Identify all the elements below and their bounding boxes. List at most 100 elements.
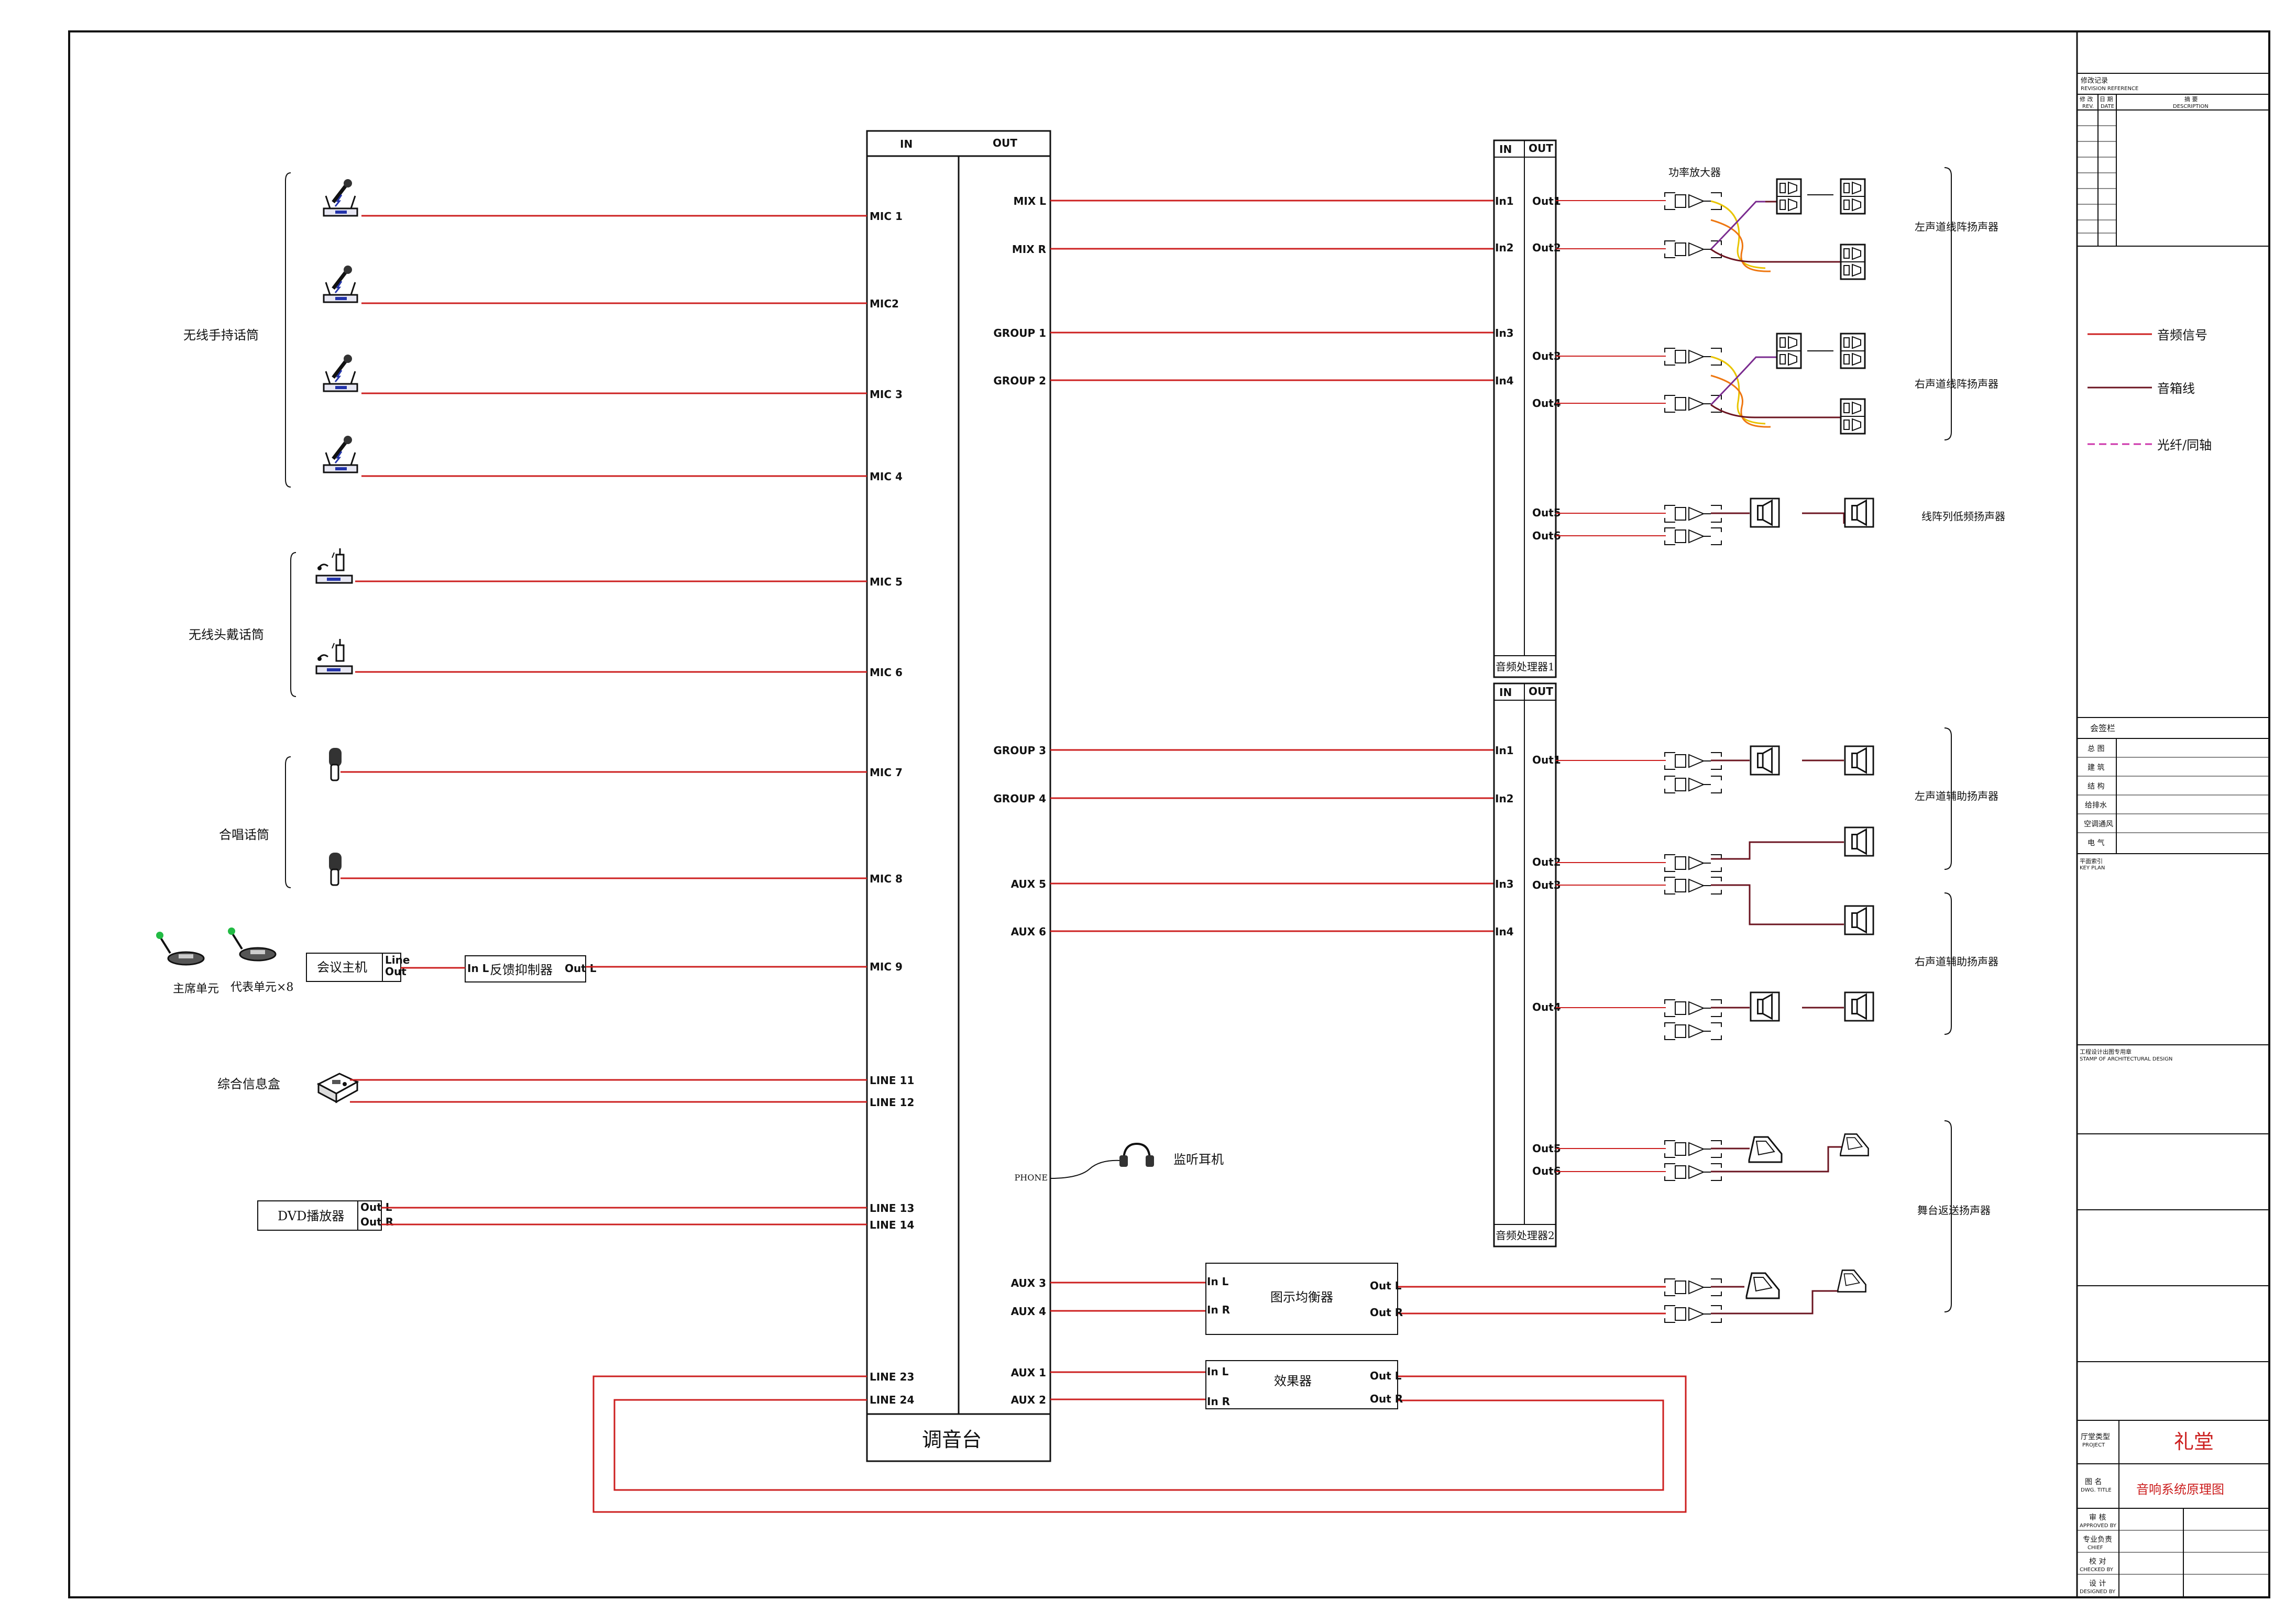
delegate-unit-icon — [227, 927, 277, 962]
processor-in-port: In1 — [1495, 195, 1514, 207]
mixer-input-label: MIC2 — [870, 297, 899, 310]
stamp-label-en: STAMP OF ARCHITECTURAL DESIGN — [2080, 1056, 2172, 1062]
processor-output-lines — [1556, 200, 1666, 1172]
drawing-title: 音响系统原理图 — [2136, 1482, 2224, 1497]
amplifier-icon — [1664, 527, 1722, 545]
chairman-unit-icon — [155, 931, 205, 966]
processor-name: 音频处理器1 — [1496, 660, 1555, 673]
mixer-input-label: MIC 7 — [870, 766, 903, 779]
feedback-suppressor-in-port: In L — [467, 962, 489, 975]
processor-in-port: In3 — [1495, 878, 1514, 890]
speaker-wiring — [1710, 194, 1845, 1315]
role-label: 校 对 — [2089, 1557, 2106, 1566]
discipline-label: 电 气 — [2088, 839, 2104, 847]
project-name: 礼堂 — [2174, 1430, 2214, 1453]
dvd-out-r-port: Out R — [360, 1216, 393, 1228]
wireless-handheld-mic-icon — [324, 355, 357, 391]
processor-in-port: In3 — [1495, 327, 1514, 339]
mixer-output-label: GROUP 3 — [993, 744, 1046, 757]
aux-speaker-icon — [1844, 904, 1874, 936]
handheld-mic-group-label: 无线手持话筒 — [183, 328, 259, 343]
mixer-output-label: AUX 6 — [1011, 925, 1046, 938]
revision-no-header-en: REV. — [2082, 104, 2094, 109]
mixer-output-label: MIX L — [1014, 195, 1047, 207]
delegate-unit-label: 代表单元×8 — [230, 981, 293, 994]
choir-mic-group-label: 合唱话筒 — [219, 827, 269, 842]
mixer-input-label: LINE 11 — [870, 1074, 914, 1087]
line-array-speaker-icon — [1841, 179, 1865, 214]
line-array-speaker-icon — [1841, 399, 1865, 434]
processor-out-header: OUT — [1529, 142, 1553, 154]
date-header: 日 期 — [2100, 96, 2113, 103]
fx-out-l-port: Out L — [1370, 1370, 1402, 1382]
left-aux-label: 左声道辅助扬声器 — [1915, 790, 1998, 802]
amplifier-icon — [1664, 1022, 1722, 1040]
processor-in-port: In2 — [1495, 241, 1514, 254]
wireless-handheld-mic-icon — [324, 179, 357, 216]
graphic-eq-box — [1205, 1263, 1398, 1335]
left-line-array-label: 左声道线阵扬声器 — [1915, 220, 1998, 233]
mixer-input-label: MIC 3 — [870, 388, 903, 401]
mixer-input-label: LINE 24 — [870, 1394, 914, 1406]
mixer-input-label: MIC 9 — [870, 960, 903, 973]
mixer-output-label: AUX 2 — [1011, 1394, 1046, 1406]
mixer-input-label: MIC 8 — [870, 873, 903, 885]
aux-speaker-icon — [1844, 826, 1874, 857]
effects-return-loop — [613, 1399, 1664, 1491]
info-box-label: 综合信息盒 — [217, 1077, 280, 1091]
drawing-border — [68, 30, 2270, 1598]
aux-speaker-icon — [1844, 991, 1874, 1022]
line-array-speaker-icon — [1841, 334, 1865, 368]
eq-in-l-port: In L — [1207, 1275, 1229, 1288]
power-amp-label: 功率放大器 — [1668, 166, 1721, 179]
role-label-en: CHIEF — [2088, 1545, 2103, 1551]
project-label-en: PROJECT — [2082, 1442, 2105, 1448]
input-signal-lines — [340, 215, 1687, 1513]
effects-unit: 效果器 In L In R Out L Out R — [1205, 1360, 1403, 1409]
processor-name: 音频处理器2 — [1496, 1229, 1555, 1242]
headphone-cable — [1050, 1160, 1122, 1179]
choir-mic-icon — [328, 747, 343, 781]
drawing-title-label: 图 名 — [2085, 1478, 2102, 1486]
effects-return-loop — [592, 1375, 1687, 1513]
line-array-speaker-icon — [1841, 245, 1865, 279]
group-brace — [285, 172, 291, 488]
role-label: 专业负责 — [2083, 1536, 2112, 1544]
feedback-suppressor-box — [465, 955, 586, 982]
revision-label-en: REVISION REFERENCE — [2081, 86, 2138, 92]
mixer-input-label: MIC 6 — [870, 666, 903, 679]
chairman-unit-label: 主席单元 — [173, 982, 219, 996]
stage-monitor-icon — [1745, 1272, 1780, 1299]
mixer-title: 调音台 — [922, 1428, 982, 1451]
key-plan-label-en: KEY PLAN — [2080, 865, 2105, 871]
processor-in-port: In1 — [1495, 744, 1514, 757]
effects-unit-label: 效果器 — [1274, 1374, 1312, 1388]
stage-monitor-icon — [1837, 1269, 1866, 1293]
wireless-headset-mic-icon — [315, 547, 353, 584]
choir-mic-icon — [328, 852, 343, 886]
discipline-label: 建 筑 — [2088, 764, 2104, 772]
discipline-label: 给排水 — [2085, 801, 2107, 810]
line-array-sub-label: 线阵列低频扬声器 — [1921, 510, 2005, 523]
amplifier-icon — [1664, 240, 1722, 258]
right-aux-label: 右声道辅助扬声器 — [1915, 955, 1998, 968]
aux-speaker-icon — [1844, 745, 1874, 776]
wireless-handheld-mic-icon — [324, 436, 357, 472]
mixer-frame — [866, 130, 1051, 1462]
stage-monitor-icon — [1840, 1133, 1869, 1156]
processor-in-header: IN — [1499, 686, 1512, 699]
stage-monitor-icon — [1748, 1136, 1783, 1163]
legend-speaker-label: 音箱线 — [2157, 381, 2195, 396]
amplifier-icon — [1664, 776, 1722, 793]
legend-audio-label: 音频信号 — [2157, 328, 2207, 343]
stage-monitor-label: 舞台返送扬声器 — [1917, 1204, 1991, 1217]
revision-label: 修改记录 — [2081, 77, 2108, 85]
processor-in-port: In2 — [1495, 792, 1514, 805]
audio-processor-2: IN OUT 音频处理器2 In1 In2 In3 In4 Out1 Out2 … — [1493, 682, 1561, 1247]
feedback-suppressor-label: 反馈抑制器 — [490, 963, 553, 977]
phone-jack-label: PHONE — [1014, 1173, 1048, 1183]
processor-out-port: Out2 — [1532, 241, 1561, 254]
drawing-title-label-en: DWG. TITLE — [2081, 1487, 2112, 1493]
title-block: 修改记录 REVISION REFERENCE 修 改 REV. 日 期 DAT… — [2077, 73, 2270, 1597]
